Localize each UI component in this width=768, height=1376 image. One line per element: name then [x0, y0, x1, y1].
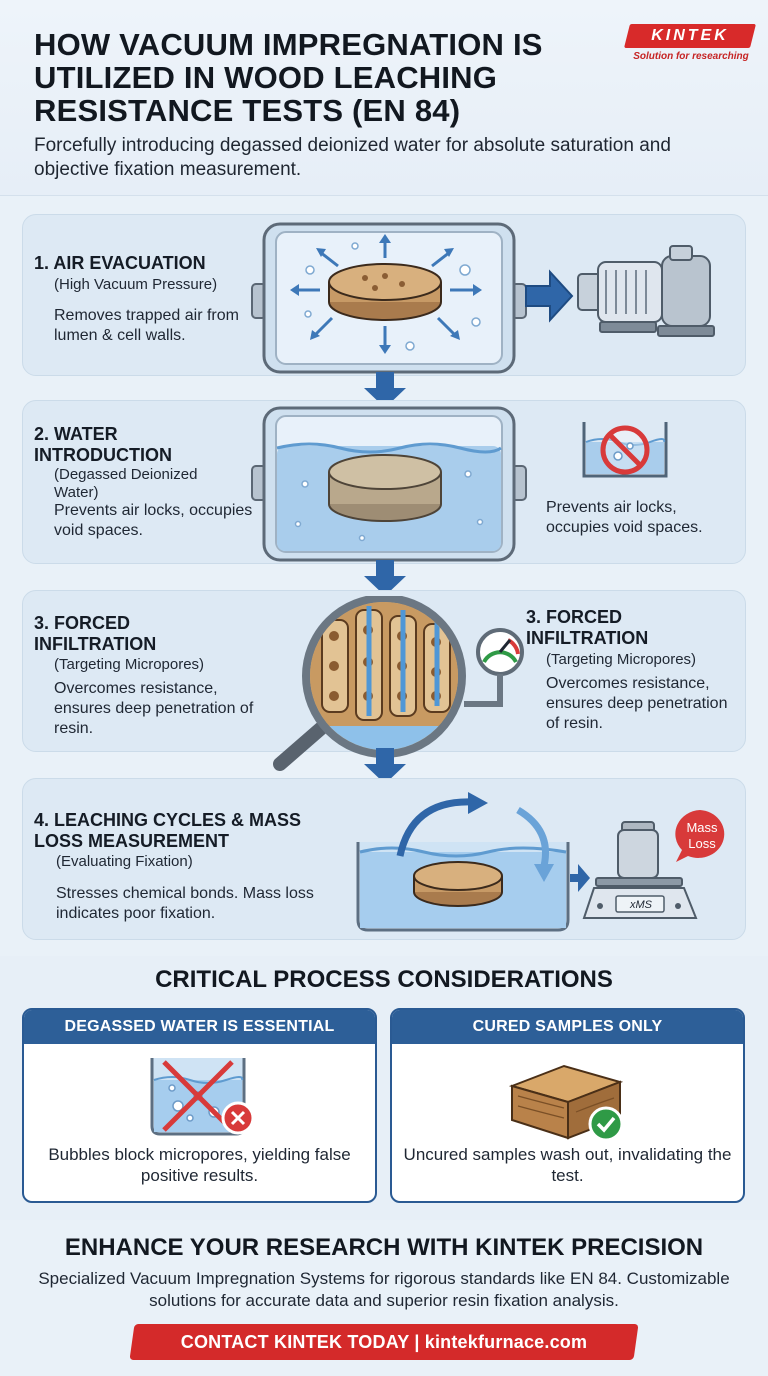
weighing-scale-icon — [582, 821, 698, 919]
step-4-desc: Stresses chemical bonds. Mass loss indic… — [56, 885, 314, 922]
scale-readout: xMS — [629, 899, 653, 911]
step-3-heading: 3. FORCED INFILTRATION — [34, 613, 157, 654]
wood-block-check-icon — [508, 1064, 624, 1142]
step-2-sub: (Degassed Deionized Water) — [54, 466, 198, 501]
card-degassed-water: DEGASSED WATER IS ESSENTIAL Bubbles bloc… — [22, 1008, 377, 1203]
step-4-heading: 4. LEACHING CYCLES & MASS LOSS MEASUREME… — [34, 810, 302, 851]
step-4-sub: (Evaluating Fixation) — [56, 853, 193, 870]
critical-title: CRITICAL PROCESS CONSIDERATIONS — [155, 966, 613, 993]
arrow-right-icon — [525, 269, 574, 323]
step-3-sub-right: (Targeting Micropores) — [546, 651, 697, 668]
logo-text: KINTEK — [651, 27, 729, 44]
cta-text: Specialized Vacuum Impregnation Systems … — [38, 1269, 730, 1310]
step-3-desc: Overcomes resistance, ensures deep penet… — [54, 680, 254, 737]
vacuum-pump-icon — [577, 245, 715, 337]
step-2-desc: Prevents air locks, occupies void spaces… — [54, 502, 253, 539]
step-2-heading: 2. WATER INTRODUCTION — [34, 424, 172, 465]
leaching-bath-icon — [356, 792, 590, 932]
card-heading: DEGASSED WATER IS ESSENTIAL — [24, 1010, 375, 1044]
step-3-sub: (Targeting Micropores) — [54, 656, 205, 673]
step-1-sub: (High Vacuum Pressure) — [54, 276, 218, 293]
magnifier-wood-cells-icon — [273, 596, 524, 771]
card-text: Bubbles block micropores, yielding false… — [48, 1145, 351, 1185]
down-arrow-icon — [364, 372, 406, 408]
step-2-desc-right: Prevents air locks, occupies void spaces… — [546, 499, 703, 536]
kintek-logo[interactable]: KINTEK — [624, 24, 756, 48]
svg-text:Loss: Loss — [688, 836, 716, 851]
svg-text:xMS: xMS — [629, 899, 653, 911]
vacuum-chamber-icon — [251, 222, 527, 374]
card-cured-samples: CURED SAMPLES ONLY Uncured samples wash … — [390, 1008, 745, 1203]
cta-title: ENHANCE YOUR RESEARCH WITH KINTEK PRECIS… — [64, 1234, 704, 1261]
step-3-desc-right: Overcomes resistance, ensures deep penet… — [546, 675, 728, 732]
no-bubbles-icon — [582, 422, 668, 478]
step-3-heading-right: 3. FORCED INFILTRATION — [526, 607, 649, 648]
contact-button-label: CONTACT KINTEK TODAY | kintekfurnace.com — [180, 1332, 588, 1352]
logo-tagline: Solution for researching — [633, 51, 749, 62]
bubbles-crossed-icon — [150, 1058, 255, 1136]
water-filled-chamber-icon — [251, 406, 527, 562]
contact-button[interactable]: CONTACT KINTEK TODAY | kintekfurnace.com — [129, 1324, 639, 1360]
page-subtitle: Forcefully introducing degassed deionize… — [34, 135, 671, 180]
page-title: HOW VACUUM IMPREGNATION IS UTILIZED IN W… — [34, 27, 543, 128]
mass-loss-badge: Mass Loss — [675, 810, 725, 862]
down-arrow-icon — [364, 748, 406, 784]
card-text: Uncured samples wash out, invalidating t… — [403, 1145, 732, 1185]
step-1-heading: 1. AIR EVACUATION — [34, 253, 206, 273]
step-1-desc: Removes trapped air from lumen & cell wa… — [54, 307, 239, 344]
down-arrow-icon — [364, 560, 406, 596]
card-heading: CURED SAMPLES ONLY — [392, 1010, 743, 1044]
svg-text:Mass: Mass — [686, 820, 718, 835]
